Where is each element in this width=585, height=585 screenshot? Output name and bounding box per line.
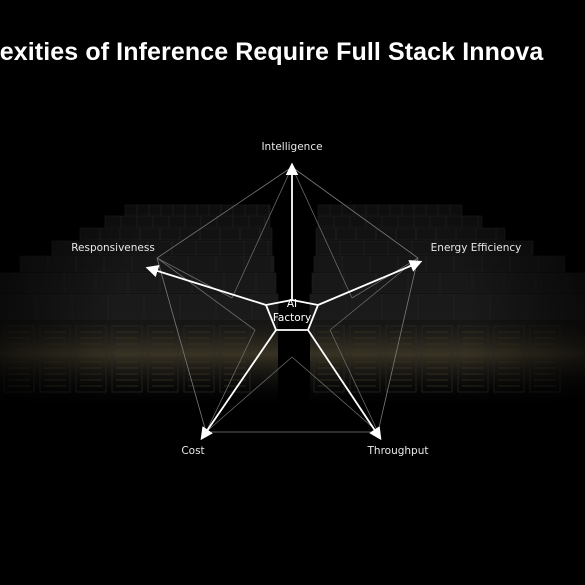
- arrow-star: [145, 162, 423, 441]
- slide-title: mplexities of Inference Require Full Sta…: [0, 38, 544, 66]
- star-outline: [265, 299, 319, 331]
- arrow-cost: [200, 329, 277, 441]
- axis-label-responsiveness: Responsiveness: [71, 242, 155, 254]
- axis-label-cost: Cost: [181, 445, 204, 457]
- arrow-throughput: [307, 329, 382, 441]
- center-label-line1: AI: [287, 298, 297, 310]
- arrow-responsiveness: [145, 265, 267, 306]
- axis-label-throughput: Throughput: [367, 445, 429, 457]
- arrow-energy-efficiency: [317, 260, 423, 306]
- center-label-line2: Factory: [273, 312, 311, 324]
- pentagon-outline: [156, 166, 419, 433]
- axis-label-energy-efficiency: Energy Efficiency: [431, 242, 522, 254]
- axis-label-intelligence: Intelligence: [261, 141, 322, 153]
